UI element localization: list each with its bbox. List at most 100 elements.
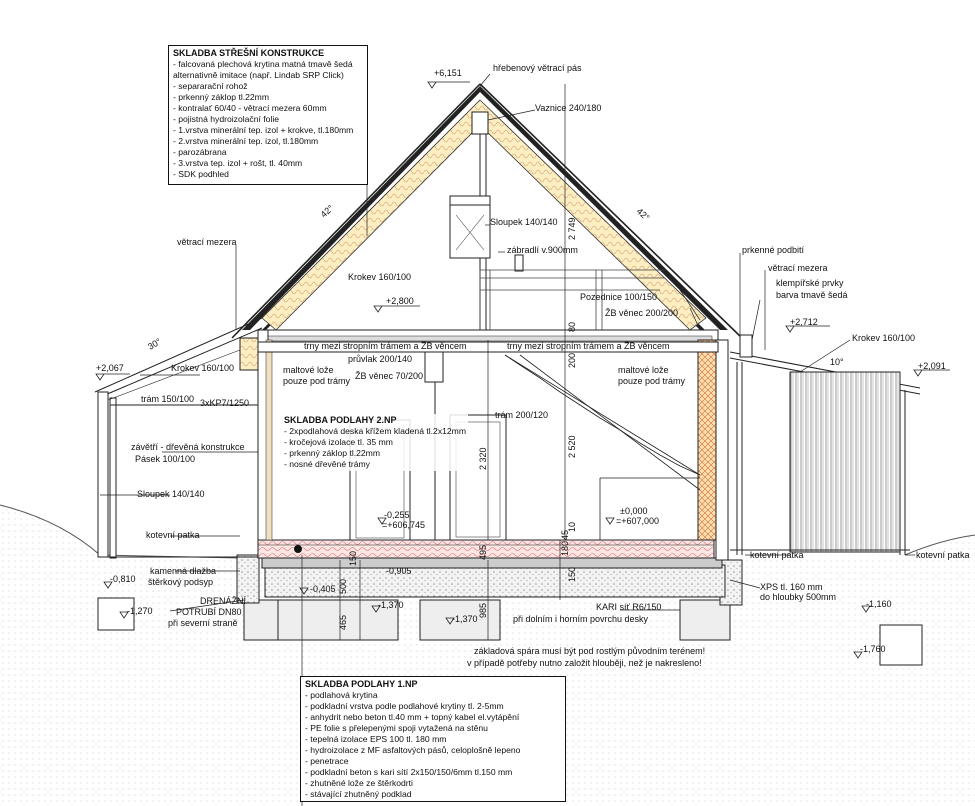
note-1: základová spára musí být pod rostlým pův…	[474, 646, 705, 656]
floor2-spec-line: - prkenný záklop tl.22mm	[284, 448, 380, 458]
roof-spec-line: - kontralať 60/40 - větrací mezera 60mm	[173, 103, 327, 113]
level-m0810: -0,810	[110, 574, 136, 584]
label-footing-left: kotevní patka	[146, 530, 200, 540]
level-2712: +2,712	[790, 317, 818, 327]
label-footing-right: kotevní patka	[916, 550, 970, 560]
floor1-spec-line: - anhydrit nebo beton tl.40 mm + topný k…	[305, 712, 520, 722]
level-m1270: -1,270	[127, 606, 153, 616]
leader-lines	[100, 73, 915, 612]
level-ridge: +6,151	[434, 68, 462, 78]
floor1-spec-line: - podkladní vrstva podle podlahové kryti…	[305, 701, 504, 711]
level-m0405: -0,405	[310, 584, 336, 594]
roof-spec-line: - 3.vrstva tep. izol + rošt, tl. 40mm	[173, 158, 303, 168]
dim-45: 45	[560, 530, 570, 540]
label-footing-mid: kotevní patka	[750, 550, 804, 560]
angle-shed: 10°	[830, 357, 844, 367]
level-zero: ±0,000	[620, 506, 647, 516]
label-ridge-vent: hřebenový větrací pás	[493, 63, 582, 73]
staircase	[504, 354, 701, 540]
label-drain-2: POTRUBÍ DN80	[176, 607, 242, 617]
dim-200: 200	[567, 353, 577, 368]
label-mortar-right-2: pouze pod trámy	[618, 376, 686, 386]
floor1-spec-line: - hydroizolace z MF asfaltových pásů, ce…	[305, 745, 521, 755]
level-m0255: -0,255	[384, 510, 410, 520]
dim-150b: 150	[567, 567, 577, 582]
label-drain-1: DRENÁŽNÍ	[200, 596, 247, 606]
dim-500: 500	[338, 579, 348, 594]
level-m0905: -0,905	[386, 566, 412, 576]
floor2-spec-title: SKLADBA PODLAHY 2.NP	[284, 415, 397, 425]
label-fascia: prkenné podbití	[742, 245, 805, 255]
dim-80: 80	[567, 322, 577, 332]
right-shed	[729, 334, 921, 555]
label-flashing-1: klempířské prvky	[776, 278, 844, 288]
label-rafter-right: Krokev 160/100	[852, 333, 915, 343]
level-m0255b: =+606,745	[382, 520, 425, 530]
label-xps-2: do hloubky 500mm	[760, 592, 836, 602]
label-kp7: 3xKP7/1250	[200, 398, 249, 408]
floor1-spec-title: SKLADBA PODLAHY 1.NP	[305, 679, 418, 689]
label-mortar-left-2: pouze pod trámy	[283, 376, 351, 386]
dim-10: 10	[567, 522, 577, 532]
dim-2320: 2 320	[478, 447, 488, 470]
level-2800: +2,800	[386, 296, 414, 306]
level-m1370: -1,370	[378, 600, 404, 610]
roof-spec-line: - 1.vrstva minerální tep. izol + krokve,…	[173, 125, 354, 135]
label-drain-3: při severní straně	[168, 618, 238, 628]
label-railing: zábradlí v.900mm	[507, 245, 578, 255]
label-paving-1: kamenná dlažba	[150, 566, 216, 576]
level-2067: +2,067	[96, 363, 124, 373]
note-2: v případě potřeby nutno založit hlouběji…	[467, 658, 702, 668]
roof-spec-title: SKLADBA STŘEŠNÍ KONSTRUKCE	[173, 48, 325, 58]
label-rc-ring: ŽB věnec 200/200	[605, 308, 678, 318]
label-kari-2: při dolním i horním povrchu desky	[513, 614, 649, 624]
floor1-spec-line: - stávající zhutněný podklad	[305, 789, 412, 799]
floor1-spec-box: SKLADBA PODLAHY 1.NP - podlahová krytina…	[300, 676, 566, 802]
floor1-spec-line: - zhutněné lože ze štěrkodrti	[305, 778, 413, 788]
angle-porch: 30°	[146, 336, 163, 352]
dim-150: 150	[348, 551, 358, 566]
label-post-left: Sloupek 140/140	[137, 489, 205, 499]
label-paving-2: štěrkový podsyp	[148, 577, 213, 587]
floor1-spec-line: - PE folie s přelepenými spoji vytažená …	[305, 723, 488, 733]
label-mortar-right-1: maltové lože	[618, 365, 669, 375]
label-rafter-main: Krokev 160/100	[348, 272, 411, 282]
label-vent-gap-left: větrací mezera	[177, 237, 237, 247]
dim-2520: 2 520	[567, 435, 577, 458]
floor2-spec-line: - nosné dřevěné trámy	[284, 459, 370, 469]
level-zerob: =+607,000	[616, 516, 659, 526]
dim-495: 495	[478, 545, 488, 560]
roof-spec-line: - pojistná hydroizolační folie	[173, 114, 280, 124]
railing	[479, 269, 665, 330]
floor2-spec: SKLADBA PODLAHY 2.NP - 2xpodlahová deska…	[282, 414, 468, 471]
label-brace: závětří - dřevěná konstrukce	[131, 442, 245, 452]
attic-window	[449, 195, 491, 259]
roof-spec-line: - SDK podhled	[173, 169, 229, 179]
level-markers	[95, 81, 950, 659]
label-kari-1: KARI síť R6/150	[596, 602, 661, 612]
label-mortar-left-1: maltové lože	[283, 365, 334, 375]
left-porch	[94, 317, 263, 559]
dim-985: 985	[478, 603, 488, 618]
floor2-spec-line: - 2xpodlahová deska křížem kladená tl.2x…	[284, 426, 466, 436]
heating-cable-dot	[294, 545, 302, 553]
level-2091: +2,091	[918, 361, 946, 371]
label-lintel: průvlak 200/140	[348, 354, 412, 364]
label-xps-1: XPS tl. 160 mm	[760, 582, 823, 592]
label-wall-plate: Pozednice 100/150	[580, 292, 657, 302]
level-m1760: -1,760	[860, 644, 886, 654]
foundations	[97, 554, 923, 666]
label-flashing-2: barva tmavě šedá	[776, 290, 848, 300]
label-strip: Pásek 100/100	[135, 454, 195, 464]
dim-2749: 2 749	[567, 217, 577, 240]
label-post: Sloupek 140/140	[490, 217, 558, 227]
label-beam-150: trám 150/100	[141, 394, 194, 404]
main-roof	[231, 83, 743, 339]
label-rafter-left: Krokev 160/100	[171, 363, 234, 373]
label-joists-left: trny mezi stropním trámem a ŽB věncem	[304, 341, 467, 351]
dim-465: 465	[338, 615, 348, 630]
label-purlin: Vaznice 240/180	[535, 103, 601, 113]
angle-left: 42°	[319, 203, 336, 220]
roof-spec-box: SKLADBA STŘEŠNÍ KONSTRUKCE - falcovaná p…	[168, 45, 368, 185]
